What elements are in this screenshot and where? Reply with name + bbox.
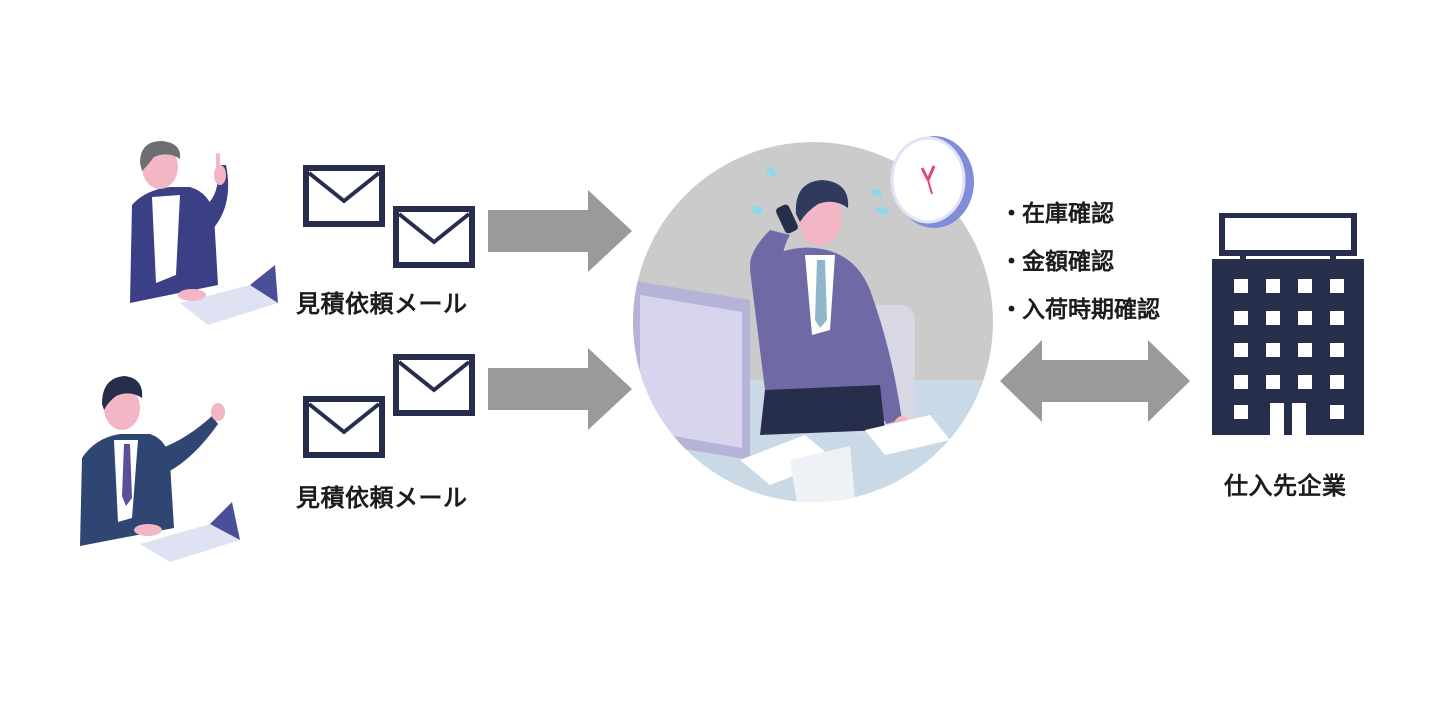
check-list: ・在庫確認 ・金額確認 ・入荷時期確認 (1000, 190, 1160, 334)
busy-office-worker-illustration (633, 142, 993, 502)
check-item: ・在庫確認 (1000, 190, 1160, 238)
supplier-label: 仕入先企業 (1224, 472, 1347, 500)
envelope-icon (303, 165, 385, 227)
double-arrow-icon (1000, 340, 1190, 422)
clock-icon (890, 136, 974, 228)
bullet-dot: ・ (1000, 249, 1023, 275)
arrow-right-icon (488, 348, 632, 430)
arrow-right-icon (488, 190, 632, 272)
envelope-icon (393, 354, 475, 416)
bullet-dot: ・ (1000, 201, 1023, 227)
check-text: 金額確認 (1022, 249, 1114, 275)
mail-label: 見積依頼メール (296, 484, 468, 512)
envelope-icon (393, 206, 475, 268)
office-building-icon (1212, 213, 1364, 435)
check-item: ・金額確認 (1000, 238, 1160, 286)
person-pointing-icon (80, 376, 240, 562)
check-item: ・入荷時期確認 (1000, 286, 1160, 334)
envelope-icon (303, 396, 385, 458)
bullet-dot: ・ (1000, 297, 1023, 323)
check-text: 在庫確認 (1022, 201, 1114, 227)
mail-label: 見積依頼メール (296, 290, 468, 318)
person-pointing-icon (130, 141, 278, 325)
check-text: 入荷時期確認 (1022, 297, 1160, 323)
